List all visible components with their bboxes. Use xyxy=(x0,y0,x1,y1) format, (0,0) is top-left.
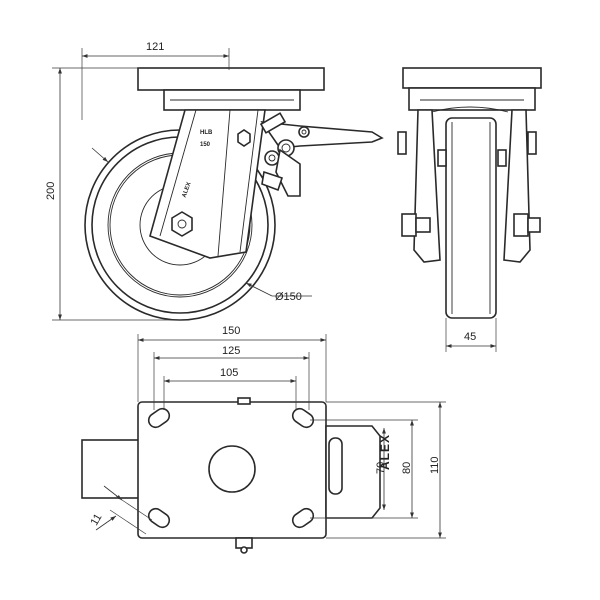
mounting-holes xyxy=(147,407,315,529)
brake-mechanism xyxy=(259,112,384,197)
bracket-code: HLB xyxy=(200,130,213,136)
top-view: ALEX 150 125 105 110 80 70 11 xyxy=(81,325,446,554)
side-wheel xyxy=(445,117,497,319)
side-fork-right xyxy=(503,109,531,263)
pedal-slot xyxy=(328,437,343,495)
side-swivel-head xyxy=(408,87,536,111)
dim-bolt-hole-11: 11 xyxy=(88,512,104,528)
dim-plate-width: 110 xyxy=(429,456,441,474)
side-brake-left xyxy=(397,131,407,155)
center-hole xyxy=(208,445,256,493)
dim-height-200: 200 xyxy=(45,182,57,200)
top-brake-housing xyxy=(81,439,141,499)
dim-hole-spacing-105: 105 xyxy=(220,367,238,379)
dim-wheel-diameter: Ø150 xyxy=(275,291,302,303)
axle-nut-icon xyxy=(171,211,193,237)
top-plate xyxy=(137,67,325,91)
dim-width-121: 121 xyxy=(146,41,164,53)
dim-plate-length: 150 xyxy=(222,325,240,337)
brake-pedal xyxy=(325,425,381,519)
side-fork-left xyxy=(413,109,441,263)
dim-hole-spacing-70: 70 xyxy=(375,462,387,474)
front-view: HLB 150 ALEX 121 200 Ø150 xyxy=(45,41,384,321)
bracket-size: 150 xyxy=(200,142,211,148)
dim-hole-spacing-125: 125 xyxy=(222,345,240,357)
side-brake-right xyxy=(527,131,537,155)
bracket-brand-stamp: ALEX xyxy=(182,181,193,198)
top-tab xyxy=(237,397,251,405)
side-top-plate xyxy=(402,67,542,89)
side-axle-bolt-right xyxy=(513,213,529,237)
dim-hole-spacing-80: 80 xyxy=(401,462,413,474)
side-view: 45 xyxy=(397,67,542,352)
hex-bolt-icon xyxy=(237,129,251,147)
dim-wheel-width: 45 xyxy=(464,331,476,343)
side-axle-bolt-left xyxy=(401,213,417,237)
